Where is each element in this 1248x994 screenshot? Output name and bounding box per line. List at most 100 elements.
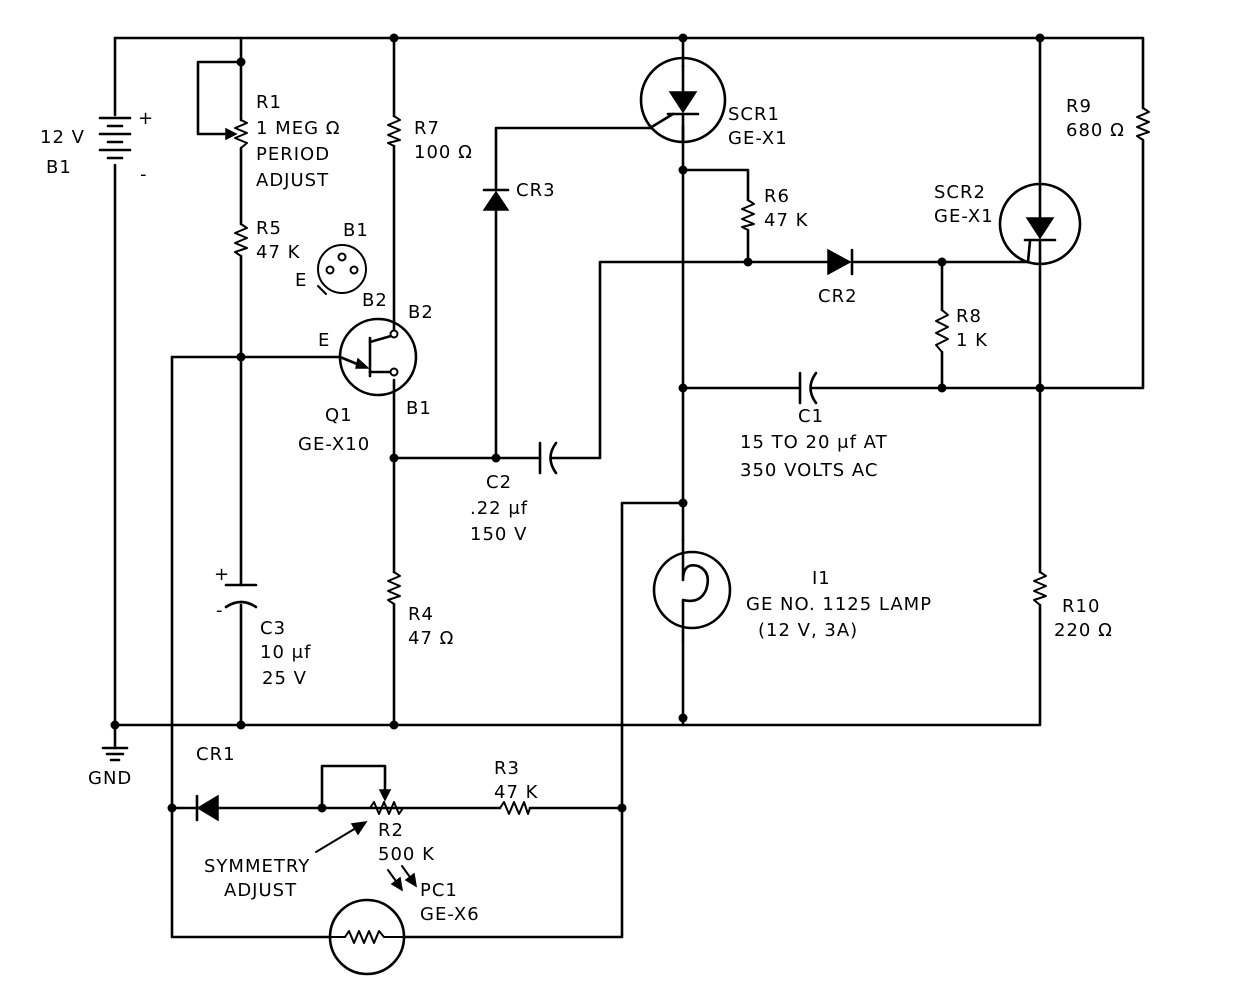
cr1-ref-label: CR1 [196,744,236,765]
c3-ref-label: C3 [260,618,286,639]
junction-dot [678,165,688,175]
r4-ref-label: R4 [408,604,434,625]
photocell-pc1: PC1 GE-X6 [328,865,480,976]
junction-dot [236,57,246,67]
scr-scr1: SCR1 GE-X1 [639,56,788,149]
i1-part-label: GE NO. 1125 LAMP [746,594,932,615]
r8-ref-label: R8 [956,306,982,327]
junction-dot [678,713,688,723]
r1-desc-label-2: ADJUST [256,170,329,191]
r3-value-label: 47 K [494,782,539,803]
wires [113,36,1145,939]
c3-plus-label: + [214,564,230,585]
ujt-pinout-diagram: B1 B2 E [295,220,388,311]
junction-dot [937,383,947,393]
r9-value-label: 680 Ω [1066,120,1125,141]
q1-b2-label: B2 [408,302,434,323]
ujt-pinout-b1-label: B1 [343,220,369,241]
transistor-q1: E B2 B1 Q1 GE-X10 [298,302,434,455]
r5-value-label: 47 K [256,242,301,263]
c2-value-label: .22 μf [470,498,528,519]
resistor-r9: R9 680 Ω [1066,96,1150,141]
r8-value-label: 1 K [956,330,988,351]
junction-dot [1035,33,1045,43]
r2-desc-label-1: SYMMETRY [204,856,310,877]
junction-dot [678,498,688,508]
c3-value-label: 10 μf [260,642,311,663]
r6-value-label: 47 K [764,210,809,231]
junction-dot [678,33,688,43]
resistor-r7: R7 100 Ω [387,115,473,163]
c2-ref-label: C2 [486,472,512,493]
junction-dot [743,257,753,267]
cr3-ref-label: CR3 [516,180,556,201]
r2-desc-label-2: ADJUST [224,880,297,901]
pc1-ref-label: PC1 [420,880,458,901]
junction-dot [110,720,120,730]
junction-dot [317,803,327,813]
r2-ref-label: R2 [378,820,404,841]
r10-value-label: 220 Ω [1054,620,1113,641]
q1-part-label: GE-X10 [298,434,370,455]
resistor-r4: R4 47 Ω [387,571,453,649]
ujt-pinout-e-label: E [295,270,307,291]
c1-value-label: 15 TO 20 μf AT [740,432,888,453]
diode-cr2: CR2 [818,248,858,307]
capacitor-c1: C1 15 TO 20 μf AT 350 VOLTS AC [740,371,888,481]
diode-cr1: CR1 [195,744,236,822]
r9-ref-label: R9 [1066,96,1092,117]
ujt-pinout-b2-label: B2 [362,290,388,311]
r2-value-label: 500 K [378,844,435,865]
c1-ref-label: C1 [798,406,824,427]
pc1-part-label: GE-X6 [420,904,480,925]
scr1-part-label: GE-X1 [728,128,788,149]
r10-ref-label: R10 [1062,596,1100,617]
scr1-ref-label: SCR1 [728,104,780,125]
ground-symbol: GND [88,746,132,789]
resistor-r10: R10 220 Ω [1033,571,1113,641]
capacitor-c3: + - C3 10 μf 25 V [214,564,311,689]
junction-dot [937,257,947,267]
junction-dot [1035,383,1045,393]
q1-ref-label: Q1 [325,405,353,426]
r7-ref-label: R7 [414,118,440,139]
q1-emitter-label: E [318,330,330,351]
resistor-r6: R6 47 K [741,186,809,231]
c3-rating-label: 25 V [262,668,307,689]
c3-minus-label: - [216,600,224,621]
junction-dot [236,352,246,362]
r3-ref-label: R3 [494,758,520,779]
junction-dot [491,453,501,463]
battery-minus-label: - [140,164,148,185]
battery-b1: 12 V B1 + - [40,108,154,185]
battery-plus-label: + [138,108,154,129]
r7-value-label: 100 Ω [414,142,473,163]
junction-dot [236,720,246,730]
r5-ref-label: R5 [256,218,282,239]
potentiometer-r1: R1 1 MEG Ω PERIOD ADJUST [225,92,341,191]
r6-ref-label: R6 [764,186,790,207]
junction-dots [110,33,1045,813]
scr-scr2: SCR2 GE-X1 [934,182,1082,266]
capacitor-c2: C2 .22 μf 150 V [470,441,558,545]
resistor-r5: R5 47 K [234,218,301,263]
resistor-r3: R3 47 K [494,758,539,815]
potentiometer-r2: R2 500 K SYMMETRY ADJUST [204,789,435,901]
junction-dot [167,803,177,813]
lamp-i1: I1 GE NO. 1125 LAMP (12 V, 3A) [652,538,932,642]
diode-cr3: CR3 [482,180,556,211]
r1-desc-label-1: PERIOD [256,144,330,165]
junction-dot [678,383,688,393]
junction-dot [389,720,399,730]
c1-rating-label: 350 VOLTS AC [740,460,879,481]
junction-dot [389,453,399,463]
cr2-ref-label: CR2 [818,286,858,307]
c2-rating-label: 150 V [470,524,527,545]
junction-dot [389,33,399,43]
scr2-part-label: GE-X1 [934,206,994,227]
i1-ref-label: I1 [812,568,831,589]
scr2-ref-label: SCR2 [934,182,986,203]
r1-value-label: 1 MEG Ω [256,118,341,139]
ground-label: GND [88,768,132,789]
